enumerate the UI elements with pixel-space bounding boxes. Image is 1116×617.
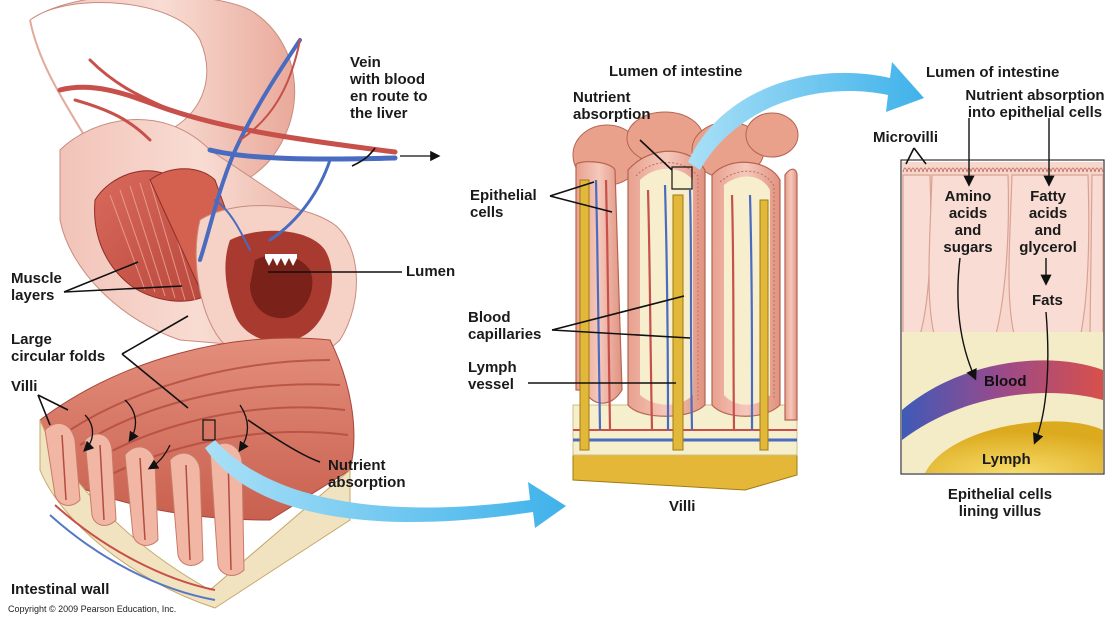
label-epithelial-cells: Epithelial cells — [470, 187, 537, 221]
intestine-tube — [30, 0, 356, 608]
label-lumen: Lumen — [406, 263, 455, 280]
label-nutrient-absorption-mid: Nutrient absorption — [573, 89, 651, 123]
villi-block — [573, 112, 798, 490]
label-fatty-acids-glycerol: Fatty acids and glycerol — [1010, 188, 1086, 256]
label-lumen-of-intestine-mid: Lumen of intestine — [609, 63, 742, 80]
label-blood: Blood — [984, 373, 1027, 390]
copyright-text: Copyright © 2009 Pearson Education, Inc. — [8, 604, 176, 614]
label-blood-capillaries: Blood capillaries — [468, 309, 541, 343]
label-lumen-of-intestine-right: Lumen of intestine — [926, 64, 1059, 81]
label-fats: Fats — [1032, 292, 1063, 309]
label-lymph-vessel: Lymph vessel — [468, 359, 517, 393]
label-nutrient-absorption-right: Nutrient absorption into epithelial cell… — [950, 87, 1116, 121]
label-muscle-layers: Muscle layers — [11, 270, 62, 304]
label-microvilli: Microvilli — [873, 129, 938, 146]
label-lymph: Lymph — [982, 451, 1031, 468]
label-large-circular-folds: Large circular folds — [11, 331, 105, 365]
label-villi-left: Villi — [11, 378, 37, 395]
label-villi-mid: Villi — [669, 498, 695, 515]
label-vein: Vein with blood en route to the liver — [350, 54, 428, 122]
label-amino-acids-sugars: Amino acids and sugars — [933, 188, 1003, 256]
label-intestinal-wall: Intestinal wall — [11, 581, 109, 598]
label-epithelial-lining: Epithelial cells lining villus — [925, 486, 1075, 520]
label-nutrient-absorption-left: Nutrient absorption — [328, 457, 406, 491]
